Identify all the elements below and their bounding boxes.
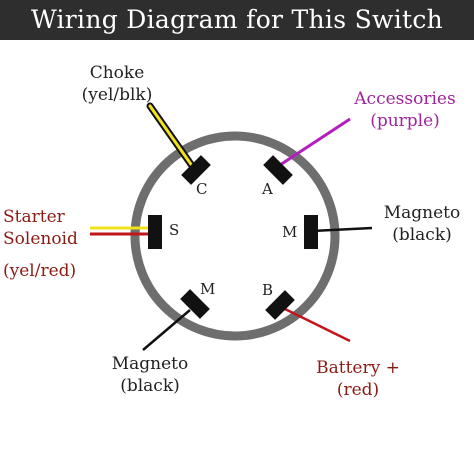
battery-wire xyxy=(284,307,351,343)
terminal-label-c: C xyxy=(196,180,208,198)
switch-ring xyxy=(130,131,340,341)
title-banner: Wiring Diagram for This Switch xyxy=(0,0,474,40)
starter-solenoid-wire xyxy=(90,226,153,236)
choke-wire xyxy=(146,102,199,174)
label-accessories: Accessories (purple) xyxy=(354,89,456,131)
terminal-label-s: S xyxy=(169,221,180,239)
terminal-label-b: B xyxy=(262,281,274,299)
terminal-c xyxy=(181,155,211,185)
terminal-s xyxy=(148,215,162,249)
terminal-label-a: A xyxy=(262,180,273,198)
label-battery: Battery + (red) xyxy=(316,358,400,400)
diagram-title: Wiring Diagram for This Switch xyxy=(30,5,444,34)
label-starter-solenoid: Starter Solenoid (yel/red) xyxy=(3,207,78,281)
terminal-label-m-right: M xyxy=(282,223,298,241)
terminal-b xyxy=(265,290,295,320)
terminal-m-right xyxy=(304,215,318,249)
terminal-m-bottom xyxy=(180,289,210,319)
accessories-wire xyxy=(279,117,351,167)
terminal-label-m-bottom: M xyxy=(200,280,216,298)
label-magneto-right: Magneto (black) xyxy=(383,203,461,245)
magneto-right-wire xyxy=(311,226,373,233)
magneto-bottom-wire xyxy=(142,309,191,351)
label-magneto-bottom: Magneto (black) xyxy=(111,354,189,396)
label-choke: Choke (yel/blk) xyxy=(81,63,153,105)
terminal-a xyxy=(263,155,293,185)
